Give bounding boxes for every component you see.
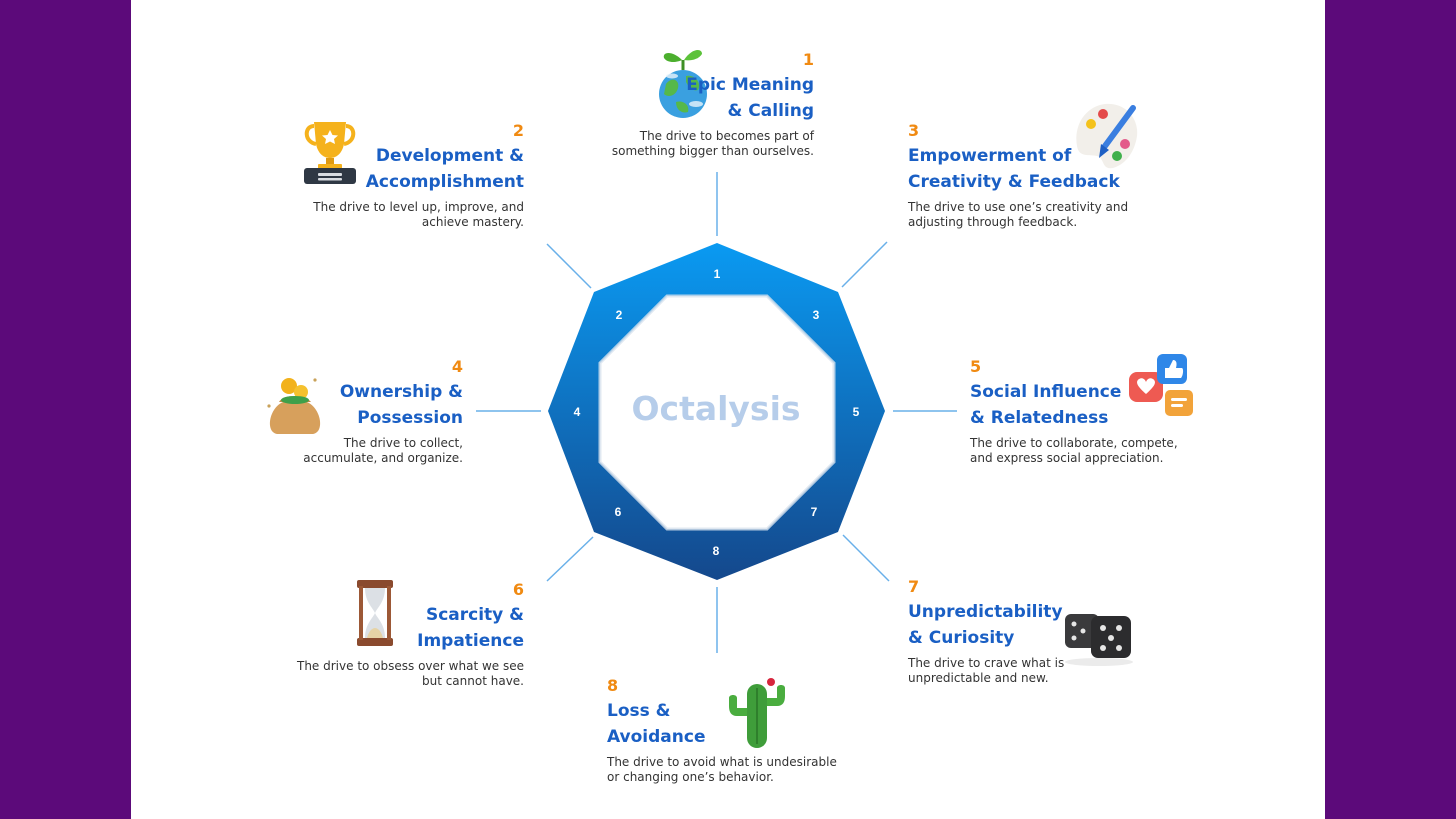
drive-number: 8 <box>607 676 619 695</box>
drive-title-line: Empowerment of <box>908 146 1072 166</box>
octagon-number-3: 3 <box>813 308 820 322</box>
drive-description: The drive to use one’s creativity and ad… <box>908 200 1138 230</box>
drive-title: Development & Accomplishment <box>304 143 524 195</box>
drive-number: 3 <box>908 121 920 140</box>
octagon-number-8: 8 <box>713 544 720 558</box>
octagon-number-4: 4 <box>574 405 581 419</box>
drive-title-line: Possession <box>357 408 463 428</box>
drive-title: Empowerment of Creativity & Feedback <box>908 143 1138 195</box>
drive-description-line: The drive to level up, improve, and <box>313 200 524 214</box>
drive-description-line: but cannot have. <box>421 674 524 688</box>
cactus-icon <box>729 678 785 748</box>
drive-description: The drive to avoid what is undesirable o… <box>607 755 857 785</box>
drive-description-line: The drive to avoid what is undesirable <box>607 755 837 769</box>
drive-description-line: and express social appreciation. <box>970 451 1164 465</box>
octagon-number-7: 7 <box>811 505 818 519</box>
drive-title-line: Avoidance <box>607 727 706 747</box>
drive-title: Scarcity & Impatience <box>284 602 524 654</box>
drive-number: 4 <box>451 357 463 376</box>
earth-sprout-icon <box>659 50 707 118</box>
drive-8-loss-avoidance: 8 Loss & Avoidance The drive to avoid wh… <box>607 676 857 785</box>
drive-6-scarcity: 6 Scarcity & Impatience The drive to obs… <box>284 580 524 689</box>
drive-description: The drive to collect, accumulate, and or… <box>283 436 463 466</box>
drive-description-line: unpredictable and new. <box>908 671 1049 685</box>
hourglass-icon <box>357 580 393 646</box>
drive-description-line: The drive to crave what is <box>908 656 1065 670</box>
dice-icon <box>1065 614 1133 666</box>
drive-title-line: Scarcity & <box>425 605 524 625</box>
drive-number: 1 <box>802 50 814 69</box>
trophy-icon <box>304 122 356 184</box>
drive-number: 7 <box>908 577 920 596</box>
drive-7-unpredictability: 7 Unpredictability & Curiosity The drive… <box>908 577 1108 686</box>
drive-number: 2 <box>512 121 524 140</box>
drive-description: The drive to crave what is unpredictable… <box>908 656 1108 686</box>
connector-7 <box>842 534 890 582</box>
drive-description-line: The drive to obsess over what we see <box>297 659 524 673</box>
connector-3 <box>841 241 888 288</box>
drive-description-line: adjusting through feedback. <box>908 215 1078 229</box>
drive-title-line: & Relatedness <box>970 408 1109 428</box>
drive-title: Ownership & Possession <box>283 379 463 431</box>
drive-title-line: Loss & <box>607 701 671 721</box>
drive-title: Unpredictability & Curiosity <box>908 599 1108 651</box>
drive-description: The drive to obsess over what we see but… <box>284 659 524 689</box>
drive-4-ownership: 4 Ownership & Possession The drive to co… <box>283 357 463 466</box>
octagon-number-6: 6 <box>615 505 622 519</box>
drive-description-line: The drive to collaborate, compete, <box>970 436 1178 450</box>
drive-title-line: Unpredictability <box>908 602 1063 622</box>
drive-description-line: The drive to becomes part of <box>639 129 814 143</box>
drive-3-empowerment: 3 Empowerment of Creativity & Feedback T… <box>908 121 1138 230</box>
drive-2-development: 2 Development & Accomplishment The drive… <box>304 121 524 230</box>
drive-description-line: achieve mastery. <box>421 215 524 229</box>
paint-palette-icon <box>1076 103 1138 169</box>
drive-description-line: The drive to collect, <box>343 436 463 450</box>
drive-description-line: The drive to use one’s creativity and <box>908 200 1129 214</box>
octagon-number-1: 1 <box>714 267 721 281</box>
drive-title: Epic Meaning & Calling <box>585 72 814 124</box>
connector-lines <box>476 172 957 653</box>
drive-title: Social Influence & Relatedness <box>970 379 1185 431</box>
drive-description-line: accumulate, and organize. <box>303 451 463 465</box>
octalysis-center-label: Octalysis <box>631 389 801 428</box>
drive-description-line: or changing one’s behavior. <box>607 770 774 784</box>
drive-1-epic-meaning: 1 Epic Meaning & Calling The drive to be… <box>585 50 814 159</box>
drive-title-line: Epic Meaning <box>686 75 814 95</box>
drive-title-line: Creativity & Feedback <box>908 172 1120 192</box>
money-bag-icon <box>267 378 321 434</box>
drive-number: 6 <box>512 580 524 599</box>
octalysis-slide: 1 2 3 4 5 6 7 8 <box>131 0 1325 819</box>
octagon-inner-rim <box>598 294 836 531</box>
drive-number: 5 <box>970 357 982 376</box>
drive-title-line: Development & <box>375 146 524 166</box>
drive-title-line: & Curiosity <box>908 628 1015 648</box>
drive-title-line: Accomplishment <box>365 172 524 192</box>
octalysis-diagram: 1 2 3 4 5 6 7 8 <box>267 50 1193 748</box>
drive-description: The drive to collaborate, compete, and e… <box>970 436 1185 466</box>
drive-description-line: something bigger than ourselves. <box>611 144 814 158</box>
drive-title-line: & Calling <box>727 101 814 121</box>
octagon-number-2: 2 <box>616 308 623 322</box>
drive-5-social-influence: 5 Social Influence & Relatedness The dri… <box>970 357 1185 466</box>
drive-title-line: Social Influence <box>970 382 1122 402</box>
connector-6 <box>546 536 594 582</box>
drive-title-line: Impatience <box>417 631 524 651</box>
social-reactions-icon <box>1129 354 1193 416</box>
octagon-number-5: 5 <box>853 405 860 419</box>
connector-2 <box>546 243 592 289</box>
drive-title-line: Ownership & <box>339 382 463 402</box>
drive-title: Loss & Avoidance <box>607 698 857 750</box>
drive-description: The drive to becomes part of something b… <box>585 129 814 159</box>
drive-description: The drive to level up, improve, and achi… <box>304 200 524 230</box>
